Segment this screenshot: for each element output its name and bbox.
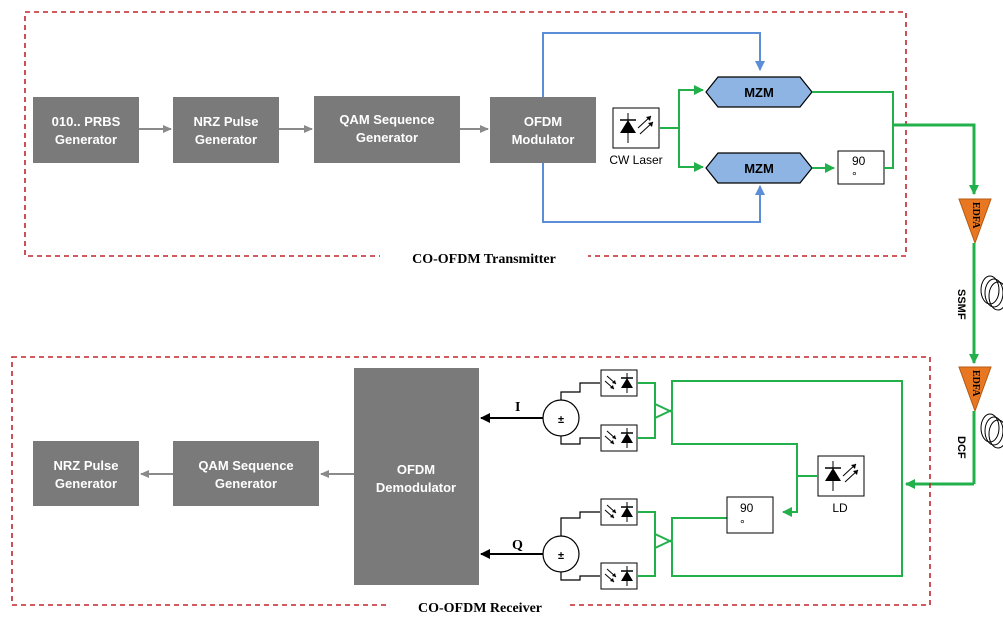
svg-text:NRZ Pulse: NRZ Pulse [53,458,118,473]
ld-label: LD [832,501,848,515]
svg-text:QAM Sequence: QAM Sequence [339,112,434,127]
phase-shifter-90-tx: 90 ° [837,150,885,185]
cw-laser-icon [612,107,660,149]
optical-combine-bottom [884,125,894,169]
svg-text:90: 90 [852,154,866,168]
edfa-2: EDFA [958,366,992,413]
electrical-line-bottom [542,163,765,223]
optical-split-top [659,85,704,129]
rx-nrz-pulse-generator-block: NRZ Pulse Generator [33,441,139,506]
cw-laser-label: CW Laser [609,153,662,167]
svg-text:Generator: Generator [215,476,277,491]
nrz-pulse-generator-block: NRZ Pulse Generator [173,97,279,163]
svg-text:EDFA: EDFA [970,370,981,397]
photodiode-q1-icon [600,498,638,526]
electrical-line-top [542,32,765,97]
i-label: I [515,400,520,415]
svg-text:±: ± [558,550,564,562]
svg-text:010.. PRBS: 010.. PRBS [52,114,121,129]
mzm-bottom: MZM [705,152,813,184]
svg-text:QAM Sequence: QAM Sequence [198,458,293,473]
fiber-spool-ssmf-icon [980,275,1003,311]
svg-text:MZM: MZM [744,85,774,100]
svg-text:EDFA: EDFA [970,202,981,229]
transmitter-section: CO-OFDM Transmitter 010.. PRBS Generator… [24,11,907,267]
transmitter-caption: CO-OFDM Transmitter [412,252,556,267]
svg-text:Generator: Generator [356,130,418,145]
edfa-1: EDFA [958,198,992,245]
svg-text:MZM: MZM [744,161,774,176]
rx-qam-sequence-generator-block: QAM Sequence Generator [173,441,319,506]
prbs-generator-block: 010.. PRBS Generator [33,97,139,163]
svg-text:90: 90 [740,501,754,515]
svg-text:±: ± [558,414,564,426]
svg-text:Generator: Generator [55,132,117,147]
photodiode-q2-icon [600,562,638,590]
optical-split-bottom [659,127,704,172]
local-oscillator-ld-icon [817,455,865,497]
svg-text:Generator: Generator [195,132,257,147]
svg-text:OFDM: OFDM [397,462,435,477]
svg-text:Demodulator: Demodulator [376,480,456,495]
svg-text:°: ° [852,169,857,183]
transmitter-border [24,11,907,257]
optical-link: EDFA SSMF EDFA DCF [893,123,1003,489]
receiver-section: CO-OFDM Receiver NRZ Pulse Generator QAM… [11,356,931,616]
svg-text:Generator: Generator [55,476,117,491]
svg-text:°: ° [740,517,745,531]
summer-q: ± [542,535,580,573]
receiver-caption: CO-OFDM Receiver [418,601,542,616]
q-label: Q [512,538,523,553]
ofdm-modulator-block: OFDM Modulator [490,97,596,163]
svg-text:Modulator: Modulator [512,132,575,147]
dcf-label: DCF [955,436,967,459]
mzm-top: MZM [705,76,813,108]
optical-combine-top [812,91,894,125]
summer-i: ± [542,399,580,437]
ofdm-demodulator-block: OFDM Demodulator [354,368,479,585]
svg-text:NRZ Pulse: NRZ Pulse [193,114,258,129]
fiber-spool-dcf-icon [980,413,1003,449]
phase-shifter-90-rx: 90 ° [726,496,774,534]
qam-sequence-generator-block: QAM Sequence Generator [314,96,460,163]
photodiode-i1-icon [600,369,638,397]
svg-text:OFDM: OFDM [524,114,562,129]
photodiode-i2-icon [600,424,638,452]
ssmf-label: SSMF [955,289,967,320]
